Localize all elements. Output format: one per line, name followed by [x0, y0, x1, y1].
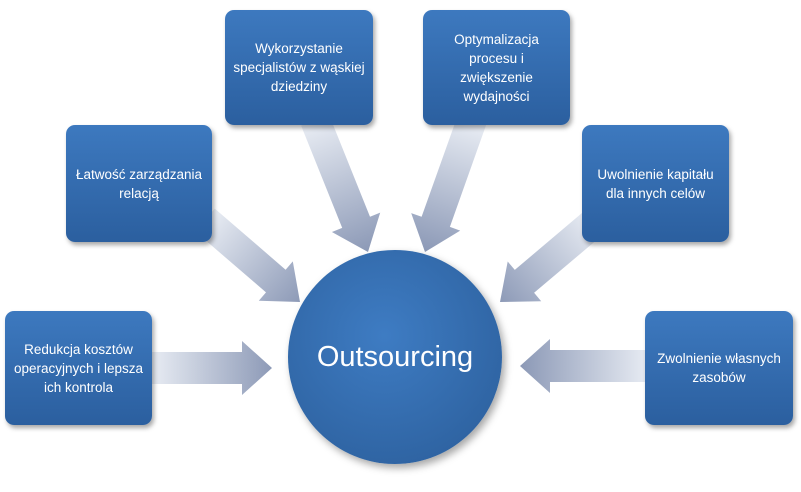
- node-label: Redukcja kosztów operacyjnych i lepsza i…: [13, 341, 144, 395]
- node-process-optimization: Optymalizacja procesu i zwiększenie wyda…: [423, 10, 570, 125]
- node-cost-reduction: Redukcja kosztów operacyjnych i lepsza i…: [5, 311, 152, 425]
- node-label: Zwolnienie własnych zasobów: [657, 351, 781, 385]
- node-capital-release: Uwolnienie kapitału dla innych celów: [582, 125, 729, 242]
- outsourcing-hub: Outsourcing: [288, 250, 502, 464]
- arrow-management: [195, 208, 300, 302]
- arrow-capital: [500, 208, 607, 302]
- node-relationship-management: Łatwość zarządzania relacją: [66, 125, 212, 242]
- node-label: Optymalizacja procesu i zwiększenie wyda…: [454, 31, 539, 104]
- arrow-reduction: [150, 341, 272, 395]
- node-label: Łatwość zarządzania relacją: [75, 166, 203, 201]
- node-specialists: Wykorzystanie specjalistów z wąskiej dzi…: [225, 10, 373, 125]
- arrow-specialists: [301, 114, 381, 253]
- node-label: Wykorzystanie specjalistów z wąskiej dzi…: [233, 41, 365, 94]
- hub-label: Outsourcing: [316, 340, 474, 373]
- arrow-optimization: [411, 115, 487, 252]
- node-resource-release: Zwolnienie własnych zasobów: [645, 311, 793, 425]
- arrow-resources: [520, 339, 652, 393]
- node-label: Uwolnienie kapitału dla innych celów: [597, 166, 714, 201]
